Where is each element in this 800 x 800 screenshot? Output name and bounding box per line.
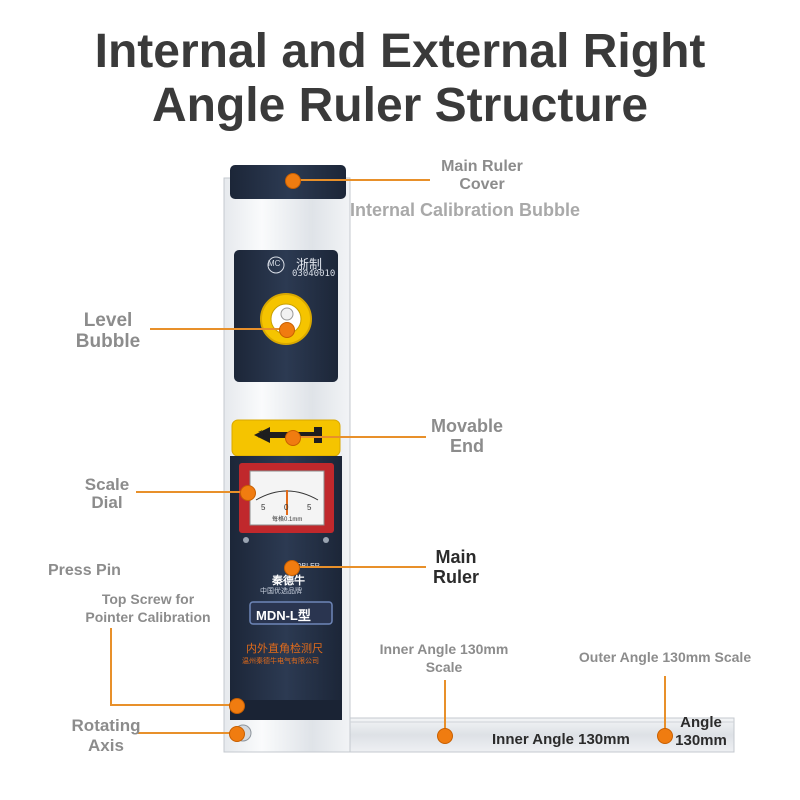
marker-rotating-axis [229, 726, 245, 742]
product-cn: 内外直角检测尺 [246, 643, 323, 655]
marker-inner-angle-scale [437, 728, 453, 744]
device-mark-mc: MC [268, 259, 281, 268]
label-outer-angle-scale: Outer Angle 130mm Scale [578, 649, 752, 665]
marker-main-ruler-cover [285, 173, 301, 189]
marker-main-ruler [284, 560, 300, 576]
leader-movable-end [292, 436, 426, 438]
device-mark-zhe: 浙制 [296, 257, 323, 272]
device-arrow-char: 升 [258, 430, 266, 439]
leader-inner-angle-scale [444, 680, 446, 736]
dial-right-mark: 5 [307, 503, 312, 512]
marker-level-bubble [279, 322, 295, 338]
label-press-pin: Press Pin [48, 562, 121, 579]
brand-cn: 秦德牛 [272, 575, 305, 587]
leader-scale-dial [136, 491, 248, 493]
title-line-1: Internal and External Right [94, 25, 706, 78]
leader-rotating-axis [138, 732, 238, 734]
dial-zero-mark: 0 [284, 503, 289, 512]
label-inner-angle-value: Inner Angle 130mm [492, 731, 630, 748]
leader-outer-angle-scale [664, 676, 666, 736]
leader-main-ruler [292, 566, 426, 568]
dial-unit: 每格0.1mm [272, 517, 303, 523]
model-badge [249, 601, 333, 625]
company-cn: 温州秦德牛电气有限公司 [242, 658, 319, 665]
marker-movable-end [285, 430, 301, 446]
leader-main-ruler-cover [292, 179, 430, 181]
marker-scale-dial [240, 485, 256, 501]
leader-top-screw-vertical [110, 628, 112, 706]
marker-outer-angle-scale [657, 728, 673, 744]
label-internal-calibration-bubble: Internal Calibration Bubble [350, 200, 581, 220]
device-mark-code: 03040010 [292, 269, 336, 279]
leader-top-screw-horizontal [110, 704, 236, 706]
marker-top-screw [229, 698, 245, 714]
brand-tag: 中国优选品牌 [260, 588, 302, 595]
dial-left-mark: 5 [261, 503, 266, 512]
model-label: MDN-L型 [256, 608, 311, 623]
title-line-2: Angle Ruler Structure [151, 79, 649, 132]
leader-level-bubble [150, 328, 287, 330]
